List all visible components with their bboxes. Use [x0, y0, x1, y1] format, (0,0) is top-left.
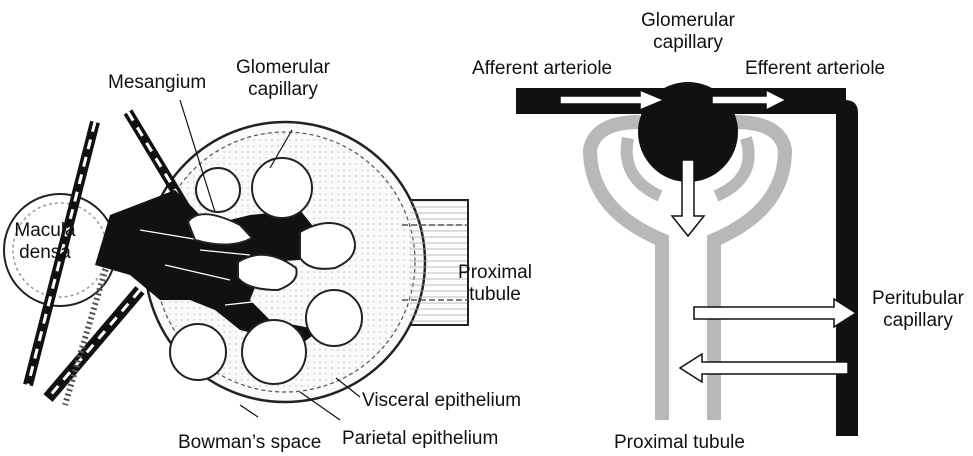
label-peritubular-capillary-line2: capillary [866, 310, 970, 332]
label-glomerular-capillary-right-line2: capillary [618, 32, 758, 54]
reabsorption-arrow-in [680, 354, 848, 382]
label-macula-densa-line2: densa [6, 242, 84, 264]
label-proximal-tubule-right: Proximal tubule [614, 432, 745, 454]
label-proximal-tubule-left-line2: tubule [455, 284, 535, 306]
label-visceral-epithelium: Visceral epithelium [362, 390, 521, 412]
label-macula-densa-line1: Macula [6, 220, 84, 242]
label-glomerular-capillary-right: Glomerular capillary [618, 10, 758, 54]
label-mesangium: Mesangium [108, 72, 206, 94]
label-glomerular-capillary-right-line1: Glomerular [618, 10, 758, 32]
label-afferent-arteriole: Afferent arteriole [472, 58, 612, 80]
vessel-schematic [516, 82, 858, 436]
label-bowmans-space: Bowman’s space [178, 432, 321, 454]
label-peritubular-capillary: Peritubular capillary [866, 288, 970, 332]
label-parietal-epithelium: Parietal epithelium [342, 428, 498, 450]
label-macula-densa: Macula densa [6, 220, 84, 264]
label-proximal-tubule-left-line1: Proximal [455, 262, 535, 284]
label-glomerular-capillary-left: Glomerular capillary [228, 57, 338, 101]
label-efferent-arteriole: Efferent arteriole [745, 58, 885, 80]
label-proximal-tubule-left: Proximal tubule [455, 262, 535, 306]
label-glomerular-capillary-left-line1: Glomerular [228, 57, 338, 79]
label-peritubular-capillary-line1: Peritubular [866, 288, 970, 310]
label-glomerular-capillary-left-line2: capillary [228, 79, 338, 101]
